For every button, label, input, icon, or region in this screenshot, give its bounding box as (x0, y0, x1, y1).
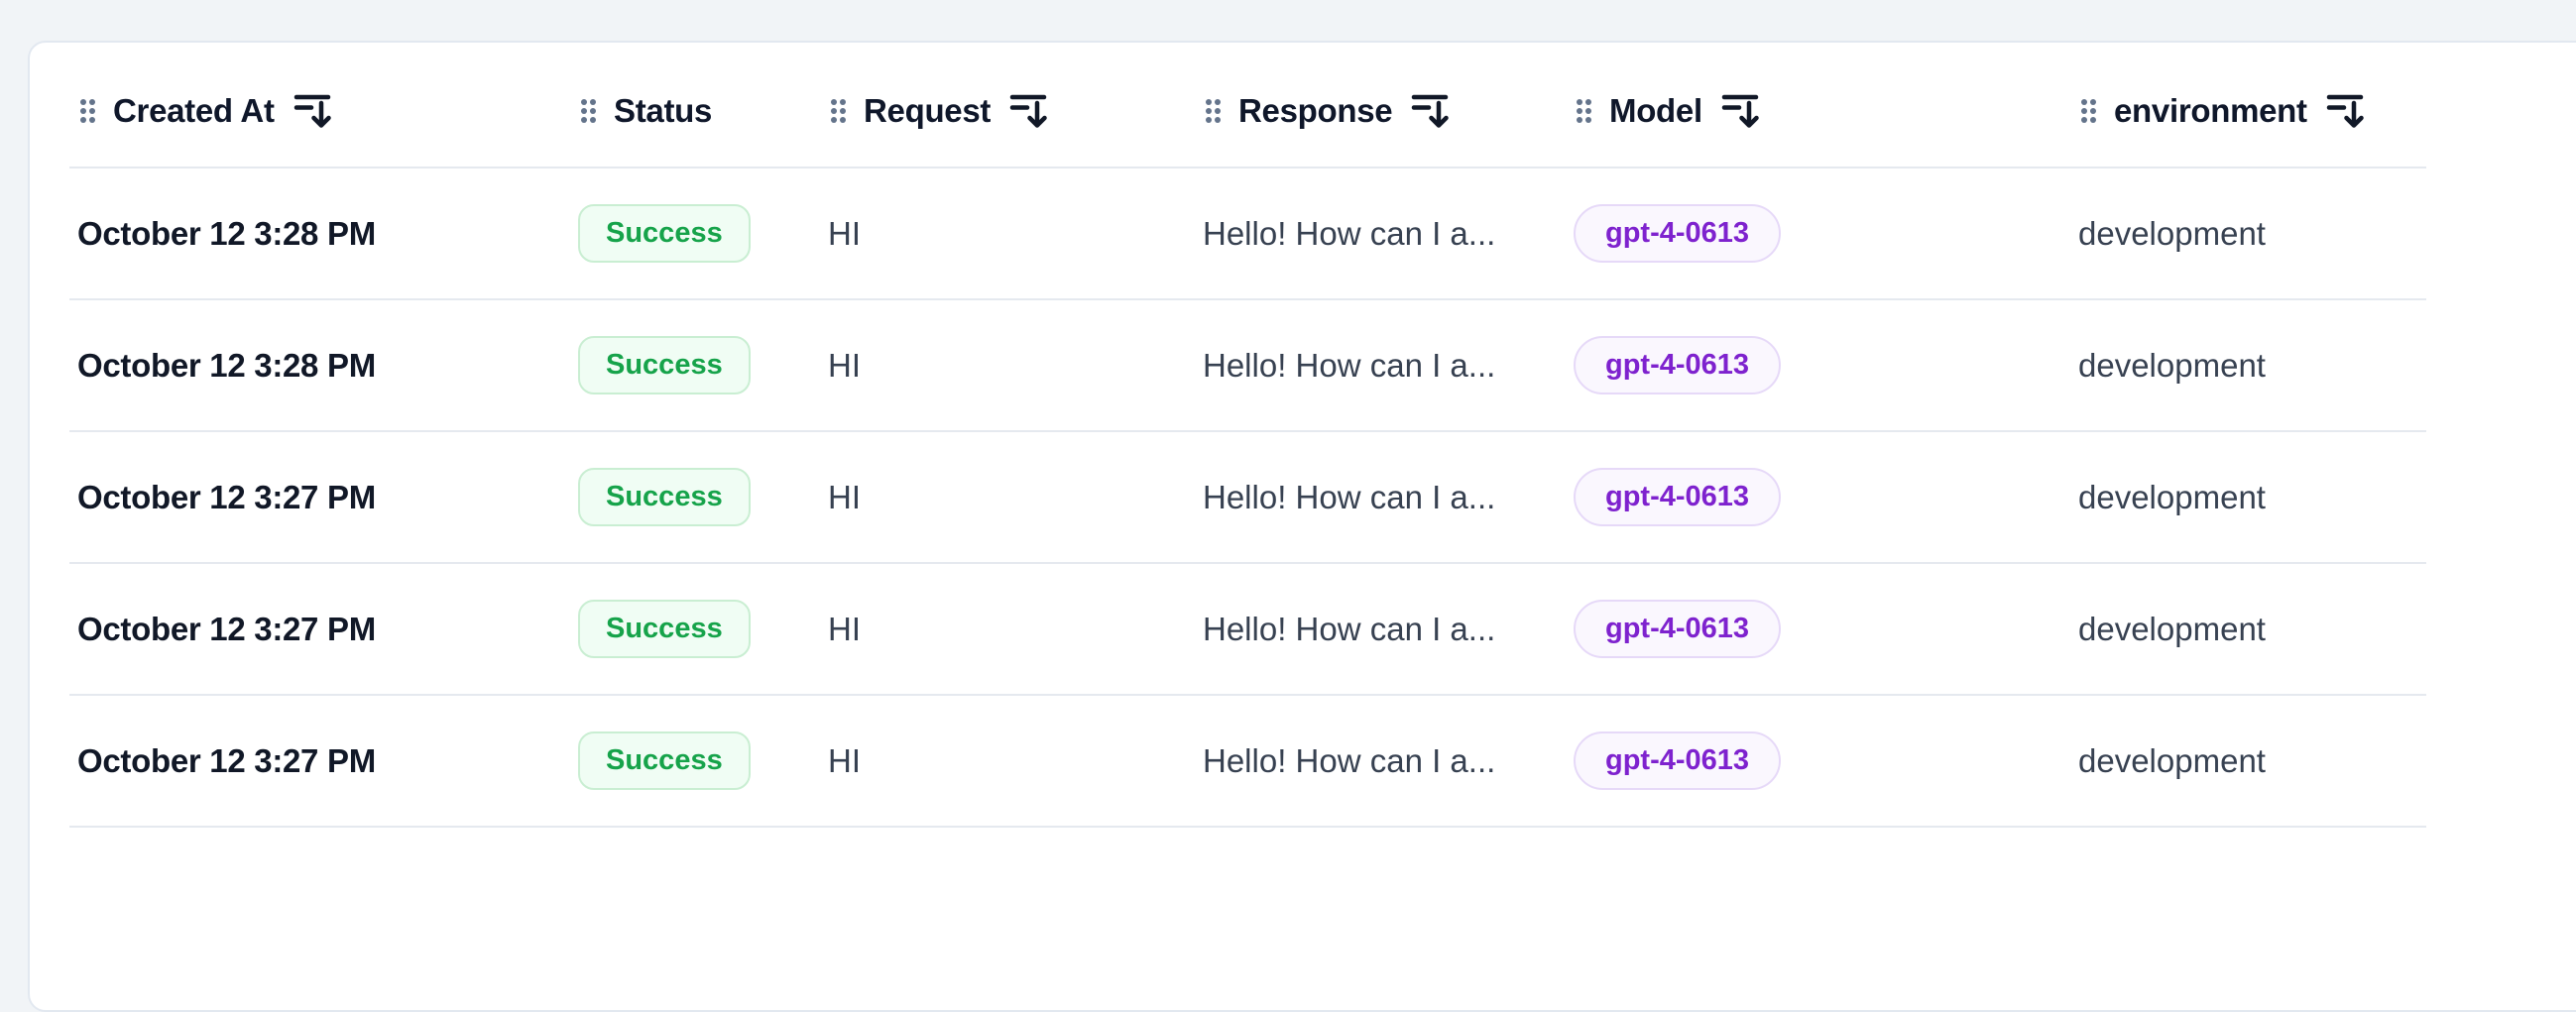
response-value: Hello! How can I a... (1203, 741, 1496, 779)
created-at-value: October 12 3:28 PM (77, 214, 376, 252)
status-badge: Success (578, 336, 751, 394)
cell-model: gpt-4-0613 (1566, 468, 2070, 526)
request-value: HI (828, 214, 861, 252)
status-badge: Success (578, 204, 751, 263)
drag-handle-icon[interactable] (77, 95, 98, 127)
cell-model: gpt-4-0613 (1566, 204, 2070, 263)
drag-handle-icon[interactable] (1203, 95, 1224, 127)
cell-response: Hello! How can I a... (1195, 347, 1566, 385)
column-header-label: environment (2114, 92, 2307, 129)
sort-descending-icon[interactable] (1008, 91, 1052, 131)
model-badge: gpt-4-0613 (1574, 204, 1782, 263)
sort-descending-icon[interactable] (1720, 91, 1764, 131)
column-header-status[interactable]: Status (570, 92, 820, 130)
response-value: Hello! How can I a... (1203, 214, 1496, 252)
cell-model: gpt-4-0613 (1566, 336, 2070, 394)
table-row[interactable]: October 12 3:27 PM Success HI Hello! How… (69, 564, 2426, 696)
environment-value: development (2078, 741, 2266, 779)
cell-created-at: October 12 3:27 PM (69, 611, 570, 648)
cell-status: Success (570, 600, 820, 658)
model-badge: gpt-4-0613 (1574, 468, 1782, 526)
environment-value: development (2078, 610, 2266, 647)
logs-table: Created At Status R (69, 43, 2426, 828)
sort-descending-icon[interactable] (1410, 91, 1454, 131)
column-header-label: Status (614, 92, 713, 129)
column-header-label: Created At (113, 92, 275, 129)
cell-response: Hello! How can I a... (1195, 479, 1566, 516)
table-row[interactable]: October 12 3:28 PM Success HI Hello! How… (69, 169, 2426, 300)
cell-response: Hello! How can I a... (1195, 742, 1566, 780)
model-badge: gpt-4-0613 (1574, 731, 1782, 790)
environment-value: development (2078, 346, 2266, 384)
cell-request: HI (820, 347, 1195, 385)
table-row[interactable]: October 12 3:27 PM Success HI Hello! How… (69, 432, 2426, 564)
drag-handle-icon[interactable] (1574, 95, 1594, 127)
drag-handle-icon[interactable] (828, 95, 849, 127)
logs-table-card: Created At Status R (28, 41, 2576, 1012)
cell-status: Success (570, 731, 820, 790)
request-value: HI (828, 478, 861, 515)
cell-environment: development (2070, 742, 2426, 780)
request-value: HI (828, 610, 861, 647)
created-at-value: October 12 3:27 PM (77, 610, 376, 647)
cell-status: Success (570, 468, 820, 526)
response-value: Hello! How can I a... (1203, 346, 1496, 384)
cell-model: gpt-4-0613 (1566, 600, 2070, 658)
cell-environment: development (2070, 347, 2426, 385)
created-at-value: October 12 3:27 PM (77, 741, 376, 779)
column-header-response[interactable]: Response (1195, 91, 1566, 131)
request-value: HI (828, 741, 861, 779)
cell-created-at: October 12 3:27 PM (69, 742, 570, 780)
model-badge: gpt-4-0613 (1574, 336, 1782, 394)
cell-request: HI (820, 742, 1195, 780)
environment-value: development (2078, 478, 2266, 515)
request-value: HI (828, 346, 861, 384)
column-header-created_at[interactable]: Created At (69, 91, 570, 131)
header-row: Created At Status R (69, 56, 2426, 169)
cell-created-at: October 12 3:27 PM (69, 479, 570, 516)
model-badge: gpt-4-0613 (1574, 600, 1782, 658)
status-badge: Success (578, 600, 751, 658)
drag-handle-icon[interactable] (578, 95, 599, 127)
created-at-value: October 12 3:27 PM (77, 478, 376, 515)
cell-status: Success (570, 336, 820, 394)
drag-handle-icon[interactable] (2078, 95, 2099, 127)
sort-descending-icon[interactable] (293, 91, 336, 131)
cell-request: HI (820, 611, 1195, 648)
response-value: Hello! How can I a... (1203, 478, 1496, 515)
status-badge: Success (578, 468, 751, 526)
column-header-label: Response (1238, 92, 1393, 129)
column-header-environment[interactable]: environment (2070, 91, 2426, 131)
cell-request: HI (820, 479, 1195, 516)
column-header-request[interactable]: Request (820, 91, 1195, 131)
table-body: October 12 3:28 PM Success HI Hello! How… (69, 169, 2426, 828)
cell-response: Hello! How can I a... (1195, 215, 1566, 253)
cell-model: gpt-4-0613 (1566, 731, 2070, 790)
cell-environment: development (2070, 611, 2426, 648)
cell-status: Success (570, 204, 820, 263)
table-row[interactable]: October 12 3:28 PM Success HI Hello! How… (69, 300, 2426, 432)
column-header-label: Model (1609, 92, 1702, 129)
environment-value: development (2078, 214, 2266, 252)
cell-created-at: October 12 3:28 PM (69, 347, 570, 385)
cell-request: HI (820, 215, 1195, 253)
cell-created-at: October 12 3:28 PM (69, 215, 570, 253)
cell-response: Hello! How can I a... (1195, 611, 1566, 648)
column-header-label: Request (864, 92, 992, 129)
column-header-model[interactable]: Model (1566, 91, 2070, 131)
status-badge: Success (578, 731, 751, 790)
sort-descending-icon[interactable] (2325, 91, 2369, 131)
response-value: Hello! How can I a... (1203, 610, 1496, 647)
created-at-value: October 12 3:28 PM (77, 346, 376, 384)
cell-environment: development (2070, 479, 2426, 516)
cell-environment: development (2070, 215, 2426, 253)
table-row[interactable]: October 12 3:27 PM Success HI Hello! How… (69, 696, 2426, 828)
